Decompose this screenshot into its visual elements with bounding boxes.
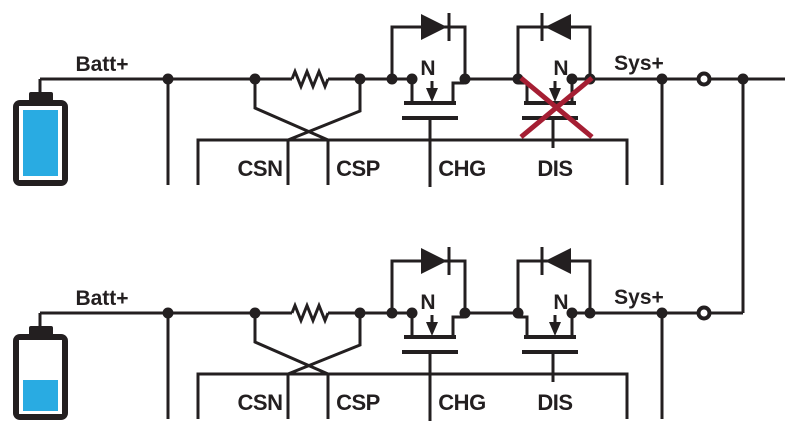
pin-label-csn: CSN (238, 156, 283, 181)
pin-label-dis: DIS (537, 156, 572, 181)
chg-channel-label: N (420, 291, 435, 314)
batt-rail-label: Batt+ (75, 53, 128, 76)
pin-label-csp: CSP (336, 390, 380, 415)
dis-channel-label: N (553, 57, 568, 80)
pin-label-chg: CHG (438, 156, 485, 181)
pin-label-csn: CSN (238, 390, 283, 415)
battery-charge-fill-full (23, 110, 58, 176)
pin-label-csp: CSP (336, 156, 380, 181)
disabled-cross-icon (519, 76, 594, 139)
sys-rail-label: Sys+ (614, 52, 664, 75)
batt-rail-label: Batt+ (75, 287, 128, 310)
dis-channel-label: N (553, 291, 568, 314)
pin-label-chg: CHG (438, 390, 485, 415)
circuit-pack-1: Batt+ Sys+ N N CSN CSP CHG DIS (11, 11, 785, 313)
junction-dot (737, 73, 749, 85)
circuit-pack-2: Batt+ Sys+ N N CSN CSP CHG DIS (11, 245, 745, 423)
battery-charge-fill-low (23, 380, 58, 411)
chg-channel-label: N (420, 57, 435, 80)
sys-rail-label: Sys+ (614, 286, 664, 309)
pin-label-dis: DIS (537, 390, 572, 415)
